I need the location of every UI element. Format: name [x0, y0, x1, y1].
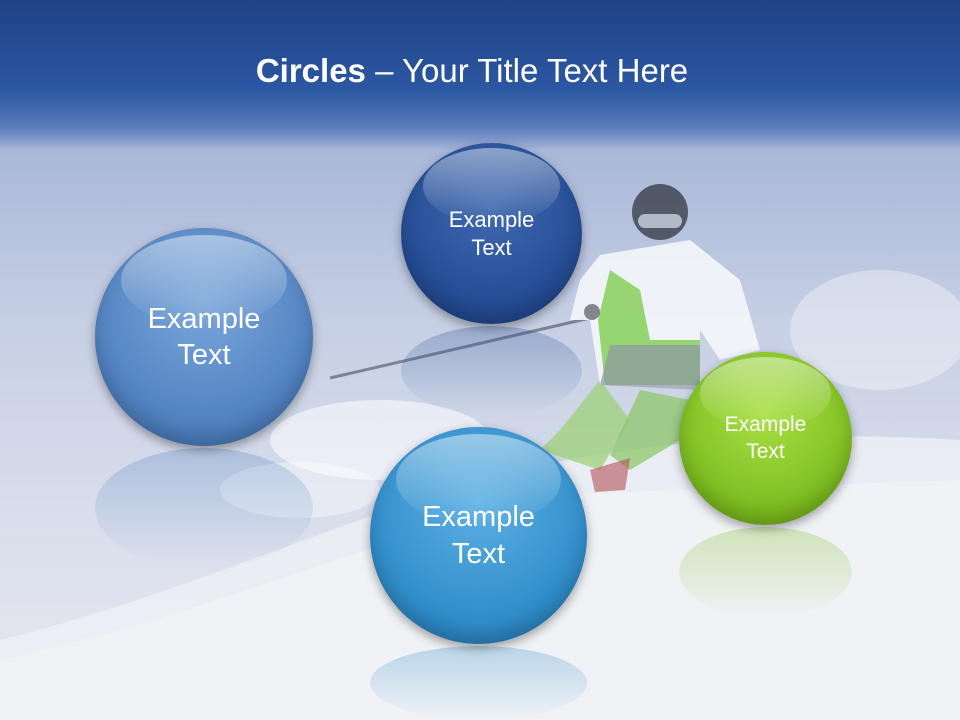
circle-reflection-3: [370, 646, 587, 720]
circle-label: Example Text: [448, 207, 535, 260]
circle-label: Example Text: [724, 413, 807, 463]
slide-title-bold: Circles: [255, 52, 366, 89]
circle-label: Example Text: [422, 501, 535, 570]
circle-reflection-2: [401, 326, 582, 416]
circle-light-blue[interactable]: Example Text: [95, 228, 313, 446]
slide-title-rest: – Your Title Text Here: [365, 52, 689, 89]
circle-label: Example Text: [147, 302, 261, 371]
title-band: [0, 0, 960, 150]
circle-reflection-1: [95, 448, 313, 568]
circle-reflection-4: [679, 527, 852, 617]
circle-medium-blue[interactable]: Example Text: [370, 427, 587, 644]
circle-dark-blue[interactable]: Example Text: [401, 143, 582, 324]
slide-title: Circles – Your Title Text Here: [0, 52, 944, 90]
circle-green[interactable]: Example Text: [679, 352, 852, 525]
